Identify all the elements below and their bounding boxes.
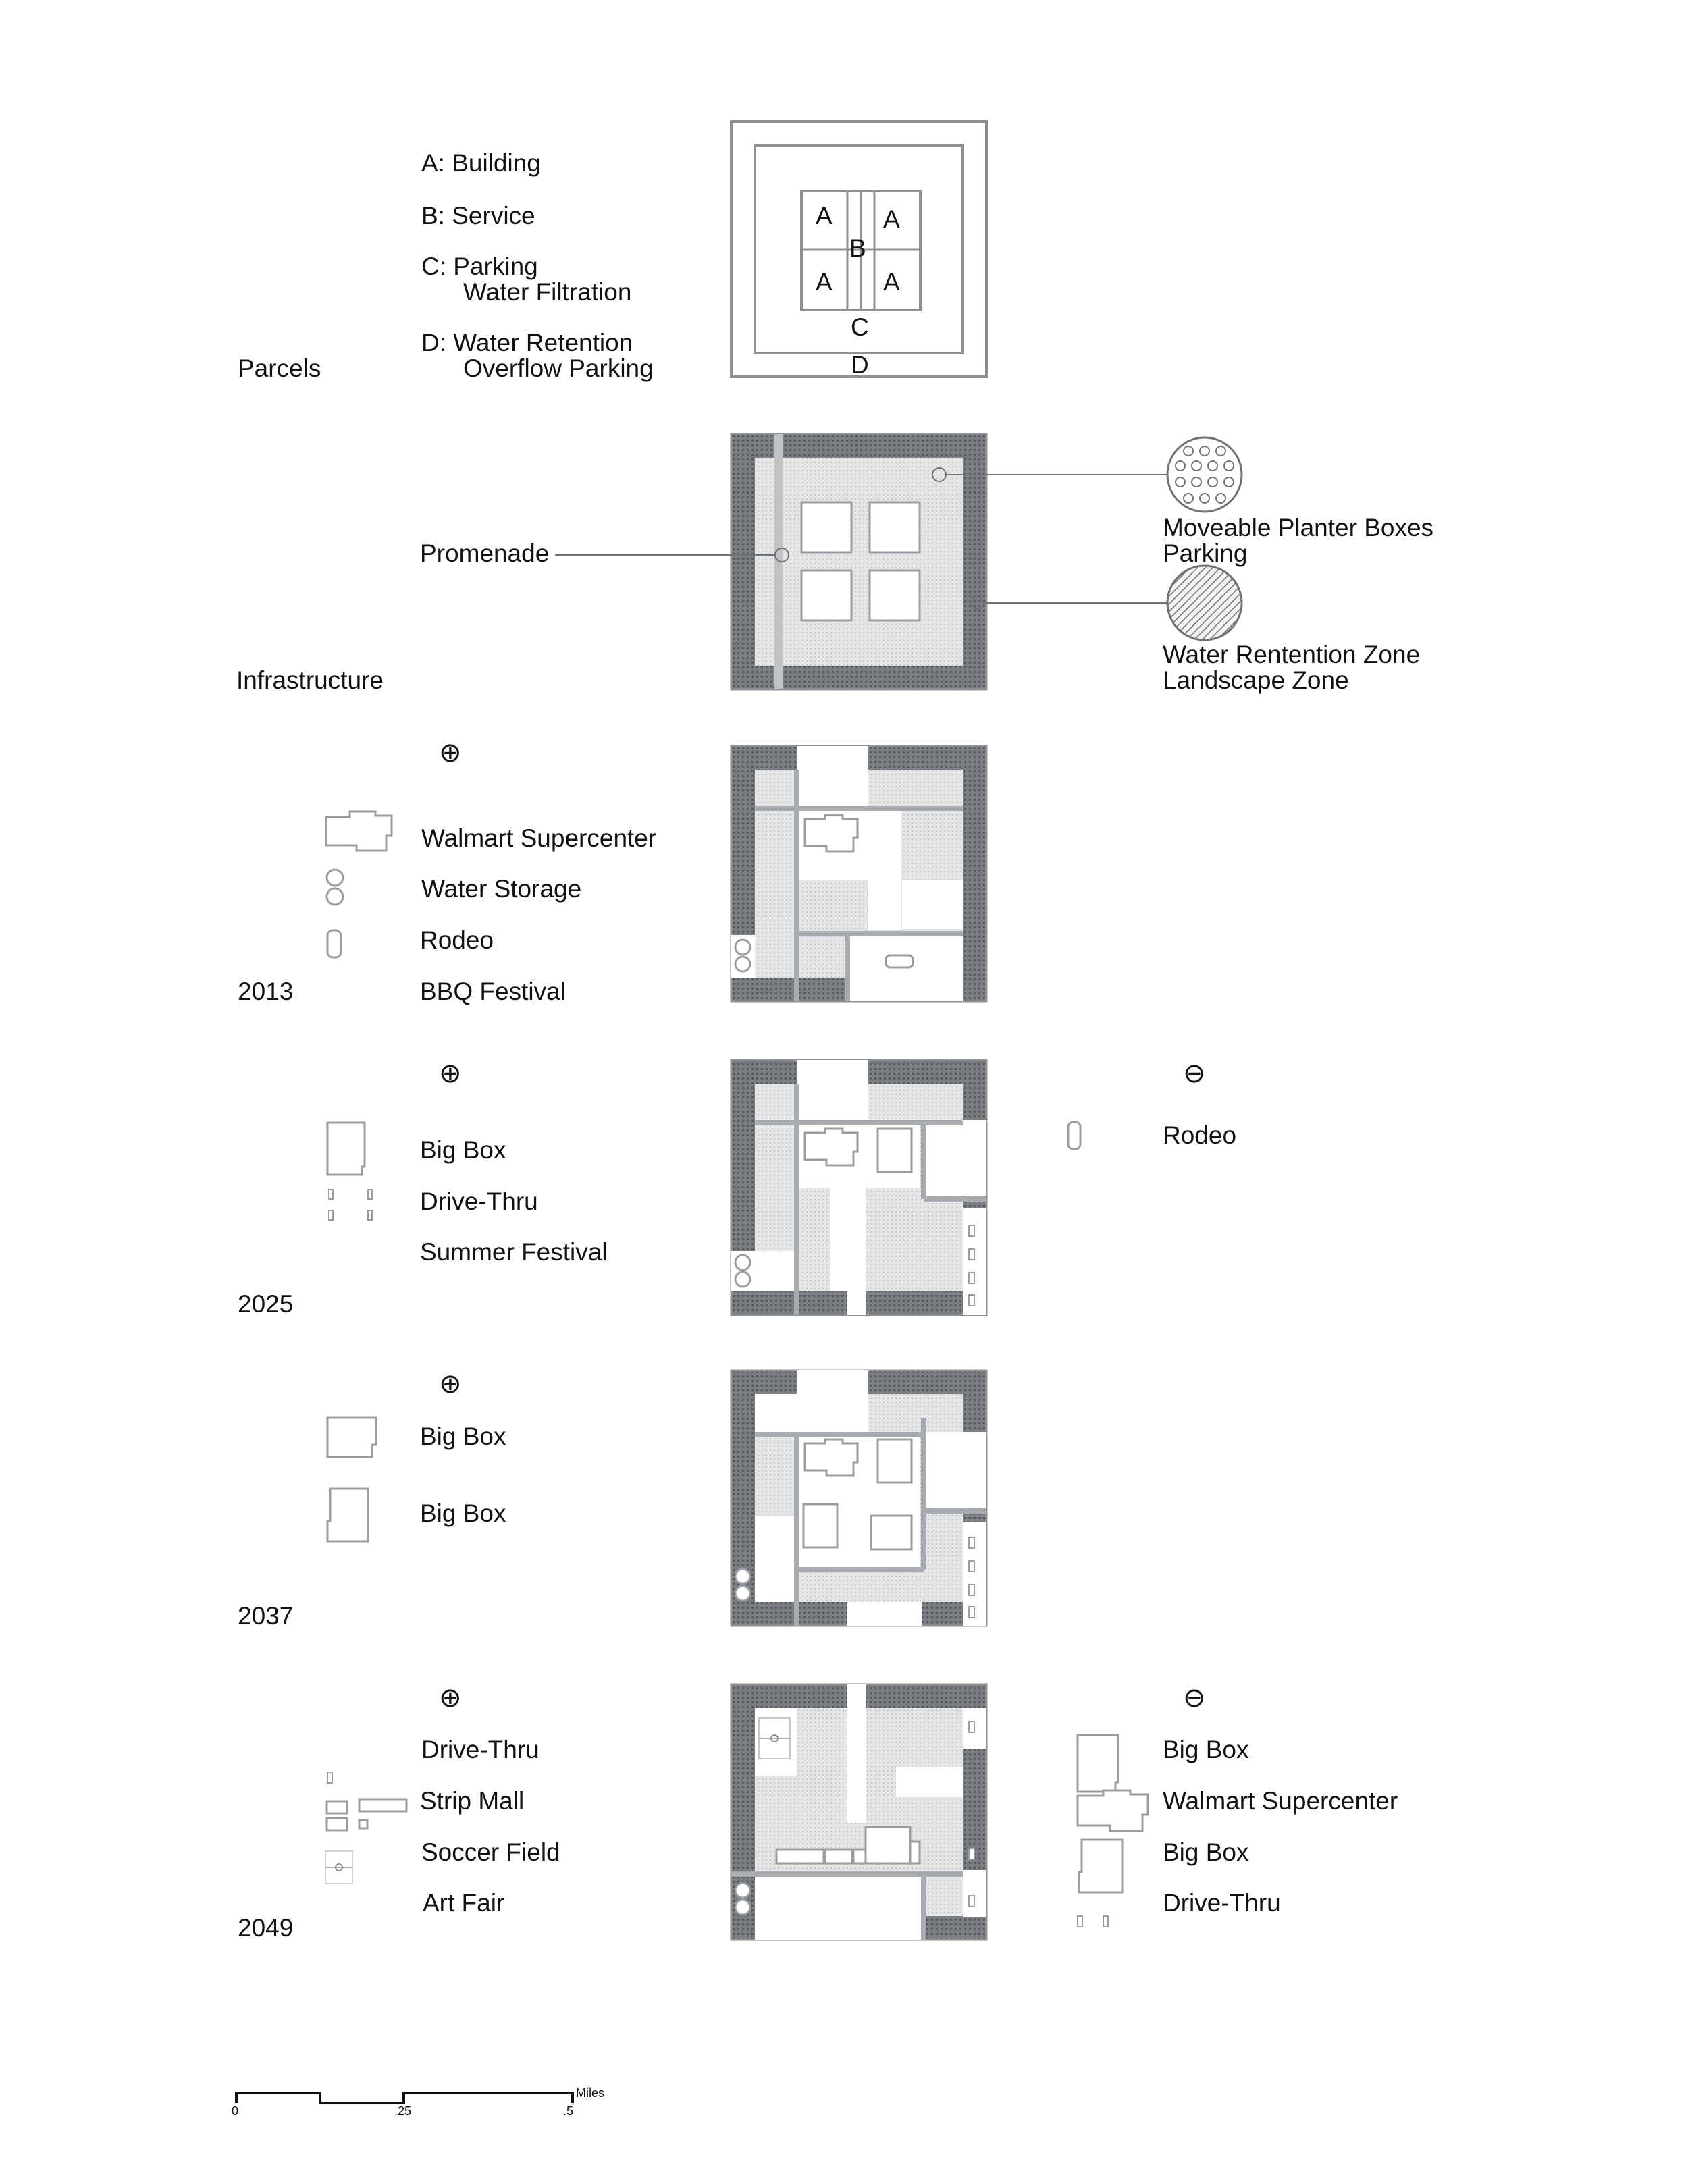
scale-tick-0: 0 [232,2104,239,2118]
big-box-icon-2037-b [326,1487,369,1543]
year-2013: 2013 [238,978,294,1005]
big-box-icon-2025 [326,1121,366,1176]
infrastructure-plan [555,433,1243,691]
added-2025-2: Summer Festival [420,1238,608,1266]
add-icon-2013: ⊕ [439,738,462,768]
legend-water-retention: D: Water Retention [421,329,633,356]
promenade-label: Promenade [420,539,550,567]
legend-overflow-parking: Overflow Parking [463,354,654,382]
parcels-plan [730,120,988,378]
added-2025-0: Big Box [420,1136,506,1164]
plan-letter-a3: A [816,268,833,296]
drive-thru-icon-removed-2049 [1077,1915,1109,1927]
plan-letter-c: C [851,313,869,341]
plan-2049 [730,1683,988,1941]
plan-2037 [730,1369,988,1627]
add-icon-2049: ⊕ [439,1683,462,1713]
water-retention-icon [1166,564,1243,641]
removed-2049-0: Big Box [1163,1736,1249,1763]
drive-thru-icon-2025 [328,1189,373,1221]
plan-letter-a2: A [883,205,900,233]
water-storage-icon [325,868,344,906]
year-2037: 2037 [238,1602,294,1630]
add-icon-2037: ⊕ [439,1369,462,1399]
legend-parking: C: Parking [421,252,538,280]
walmart-supercenter-icon-2013 [325,810,393,852]
remove-icon-2049: ⊖ [1183,1683,1206,1713]
water-callout-line1: Water Rentention Zone [1163,641,1421,668]
planter-callout-line2: Parking [1163,539,1248,567]
added-2049-2: Soccer Field [421,1838,560,1866]
rodeo-icon-removed-2025 [1067,1121,1082,1150]
added-2049-0: Drive-Thru [421,1736,539,1763]
big-box-icon-removed-2049-a [1076,1734,1119,1793]
removed-2049-2: Big Box [1163,1838,1249,1866]
added-2049-1: Strip Mall [420,1787,525,1815]
plan-letter-d: D [851,351,869,379]
scale-tick-1: .25 [394,2104,412,2118]
added-2025-1: Drive-Thru [420,1188,538,1215]
legend-building: A: Building [421,149,541,177]
year-2025: 2025 [238,1290,294,1318]
plan-letter-b: B [849,234,866,262]
soccer-field-legend-icon [325,1850,353,1884]
add-icon-2025: ⊕ [439,1059,462,1088]
plan-letter-a1: A [816,202,833,230]
scale-tick-2: .5 [563,2104,574,2118]
removed-2049-3: Drive-Thru [1163,1889,1281,1917]
year-2049: 2049 [238,1914,294,1942]
added-2049-3: Art Fair [423,1889,505,1917]
added-2013-0: Walmart Supercenter [421,824,657,852]
scale-bar [235,2092,574,2104]
drive-thru-icon-2049 [327,1772,333,1784]
removed-2049-1: Walmart Supercenter [1163,1787,1398,1815]
legend-water-filtration: Water Filtration [463,278,632,306]
plan-2025 [730,1059,988,1316]
walmart-supercenter-icon-removed-2049 [1076,1789,1149,1832]
added-2013-2: Rodeo [420,926,494,954]
added-2013-3: BBQ Festival [420,978,566,1005]
scale-unit: Miles [576,2086,605,2100]
section-label-parcels: Parcels [238,354,321,382]
legend-service: B: Service [421,202,535,230]
planter-callout-line1: Moveable Planter Boxes [1163,514,1434,541]
strip-mall-icon [325,1798,408,1832]
plan-letter-a4: A [883,268,900,296]
section-label-infrastructure: Infrastructure [236,666,384,694]
big-box-icon-removed-2049-b [1078,1838,1124,1894]
added-2013-1: Water Storage [421,875,582,903]
added-2037-1: Big Box [420,1499,506,1527]
soccer-field-icon [758,1717,791,1759]
planter-boxes-icon [1166,436,1243,513]
plan-2013 [730,745,988,1003]
rodeo-icon-2013 [326,929,342,959]
remove-icon-2025: ⊖ [1183,1059,1206,1088]
added-2037-0: Big Box [420,1422,506,1450]
big-box-icon-2037-a [326,1416,377,1458]
removed-2025-0: Rodeo [1163,1121,1237,1149]
water-callout-line2: Landscape Zone [1163,666,1349,694]
